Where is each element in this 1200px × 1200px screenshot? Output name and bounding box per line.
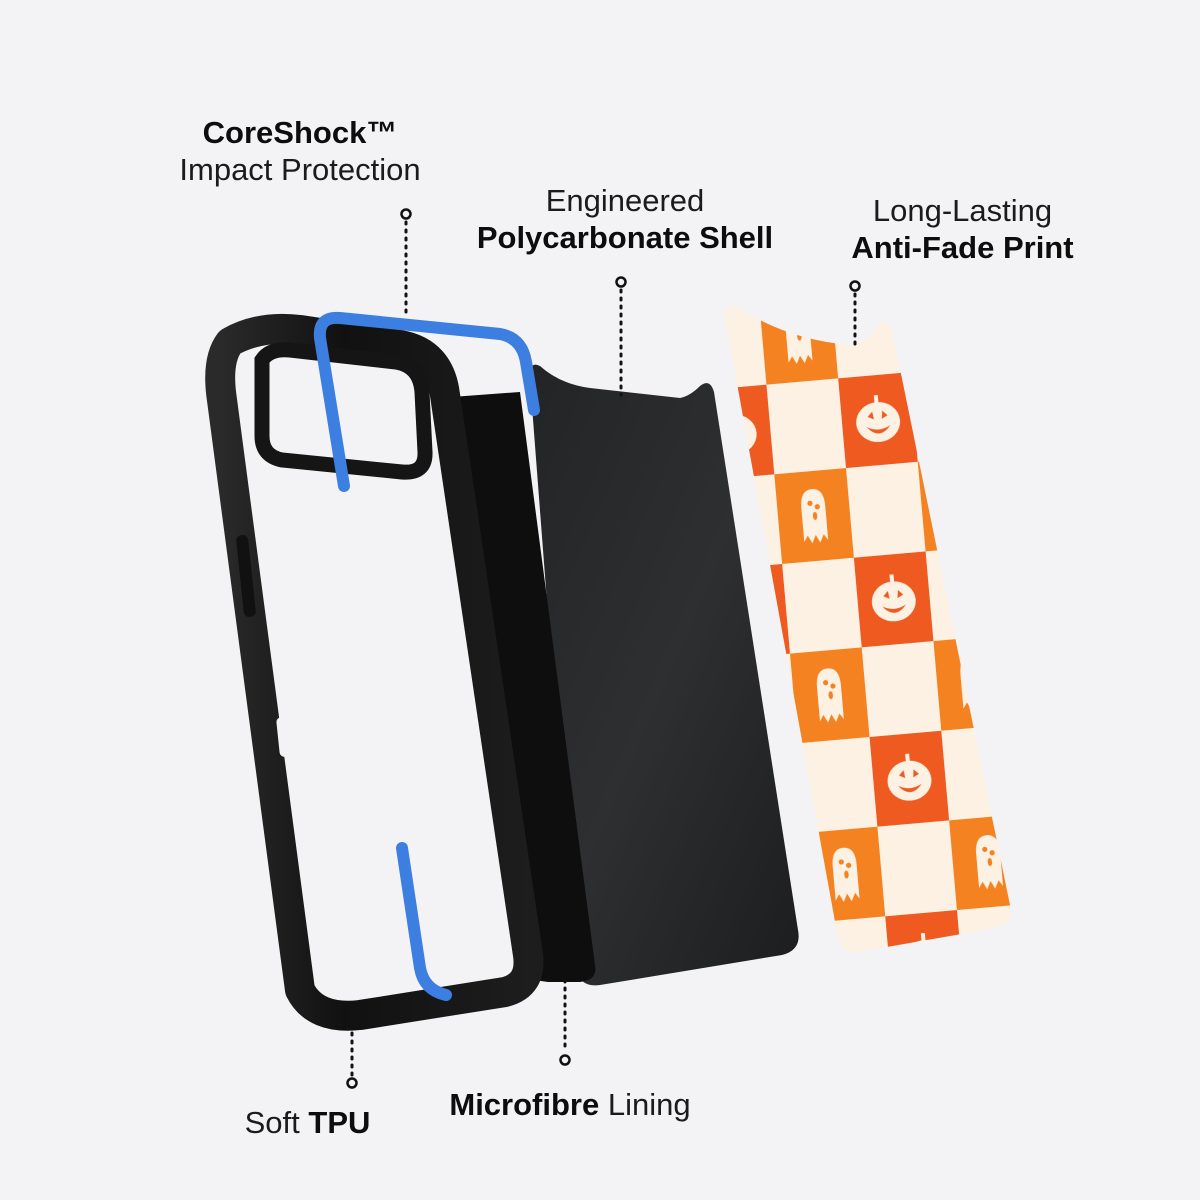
callout-coreshock: CoreShock™ Impact Protection	[140, 114, 460, 188]
print-layer	[724, 305, 1012, 953]
polycarbonate-shell	[530, 364, 799, 986]
callout-print-subtitle: Long-Lasting	[872, 193, 1053, 228]
callout-polycarbonate-title: Polycarbonate Shell	[476, 220, 774, 256]
callout-tpu-prefix: Soft	[244, 1105, 300, 1140]
tpu-frame	[205, 313, 544, 1031]
callout-coreshock-title: CoreShock™	[202, 115, 398, 150]
callout-polycarbonate: Engineered Polycarbonate Shell	[450, 182, 800, 256]
callout-coreshock-subtitle: Impact Protection	[179, 152, 421, 188]
callout-microfibre-title: Microfibre	[449, 1087, 600, 1122]
coreshock-band	[313, 311, 540, 1001]
callout-tpu: Soft TPU	[220, 1104, 395, 1141]
callout-polycarbonate-subtitle: Engineered	[545, 183, 705, 218]
callout-print: Long-Lasting Anti-Fade Print	[820, 192, 1105, 266]
callout-print-title: Anti-Fade Print	[851, 230, 1074, 266]
callout-tpu-title: TPU	[308, 1105, 371, 1140]
callout-microfibre: Microfibre Lining	[420, 1086, 720, 1123]
callout-microfibre-suffix: Lining	[607, 1087, 691, 1122]
leader-lines	[346, 208, 861, 1089]
